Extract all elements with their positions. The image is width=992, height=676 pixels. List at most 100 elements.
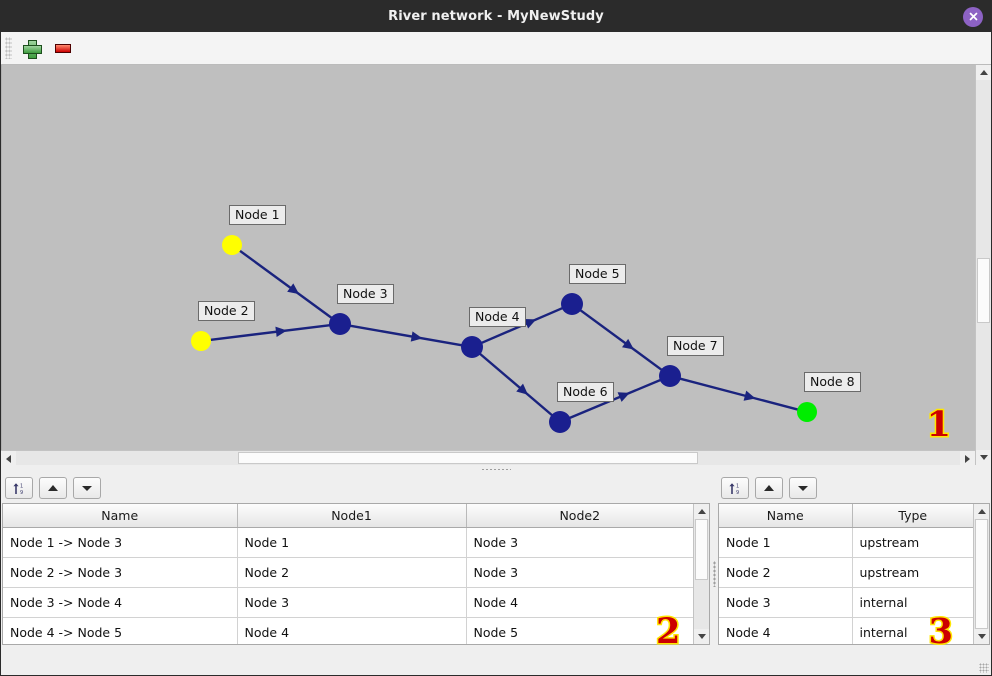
nodes-cell[interactable]: Node 2 [719,557,853,588]
network-node-node-2[interactable] [191,331,211,351]
network-edge[interactable] [679,377,799,411]
network-node-node-1[interactable] [222,235,242,255]
scroll-up-arrow[interactable] [976,65,991,80]
nodes-scroll-down-arrow[interactable] [974,629,989,644]
sort-ascending-icon: 1 9 [13,482,23,496]
nodes-move-up-button[interactable] [755,477,783,499]
chevron-up-icon [979,70,988,75]
network-edge[interactable] [349,324,463,347]
svg-text:1: 1 [20,483,23,489]
add-button[interactable] [18,35,44,61]
nodes-column-header[interactable]: Type [852,504,973,528]
graph-hscroll-track[interactable] [16,451,960,465]
nodes-vertical-scrollbar[interactable] [973,504,989,644]
graph-vscroll-track[interactable] [976,80,991,450]
links-vscroll-thumb[interactable] [695,519,708,580]
network-node-node-3[interactable] [329,313,351,335]
links-cell[interactable]: Node 3 [466,527,693,558]
links-vertical-scrollbar[interactable] [693,504,709,644]
nodes-column-header[interactable]: Name [719,504,853,528]
node-label-node-4[interactable]: Node 4 [469,307,526,327]
links-cell[interactable]: Node 4 -> Node 5 [3,617,238,644]
links-vscroll-track[interactable] [694,519,709,629]
nodes-cell[interactable]: Node 1 [719,527,853,558]
delete-button[interactable] [50,35,76,61]
links-column-header[interactable]: Node2 [466,504,693,528]
scroll-right-arrow[interactable] [960,451,975,466]
network-edge[interactable] [478,352,554,417]
links-cell[interactable]: Node 5 [466,617,693,644]
node-label-node-6[interactable]: Node 6 [557,382,614,402]
graph-hscroll-thumb[interactable] [238,452,698,464]
title-bar: River network - MyNewStudy [1,1,991,32]
network-node-node-8[interactable] [797,402,817,422]
network-edge[interactable] [238,249,333,320]
node-label-node-5[interactable]: Node 5 [569,264,626,284]
links-scroll-up-arrow[interactable] [694,504,709,519]
graph-horizontal-scrollbar[interactable] [1,450,975,466]
links-move-down-button[interactable] [73,477,101,499]
nodes-scroll-up-arrow[interactable] [974,504,989,519]
nodes-cell[interactable]: upstream [852,527,973,558]
network-node-node-6[interactable] [549,411,571,433]
node-label-node-8[interactable]: Node 8 [804,372,861,392]
graph-vscroll-thumb[interactable] [977,258,990,323]
links-cell[interactable]: Node 2 [237,557,467,588]
links-cell[interactable]: Node 2 -> Node 3 [3,557,238,588]
links-move-up-button[interactable] [39,477,67,499]
links-panel-footer [1,645,711,675]
nodes-sort-button[interactable]: 1 9 [721,477,749,499]
nodes-move-down-button[interactable] [789,477,817,499]
node-label-node-7[interactable]: Node 7 [667,336,724,356]
graph-vertical-scrollbar[interactable] [975,65,991,465]
nodes-cell[interactable]: upstream [852,557,973,588]
scroll-down-arrow[interactable] [976,450,991,465]
nodes-cell[interactable]: Node 4 [719,617,853,644]
links-column-header[interactable]: Name [3,504,238,528]
window-resize-grip[interactable] [979,663,989,673]
links-cell[interactable]: Node 4 [237,617,467,644]
network-node-node-4[interactable] [461,336,483,358]
network-diagram-canvas[interactable]: Node 1 Node 2 Node 3 Node 4 Node 5 Node 6 Node… [1,65,975,450]
node-label-node-1[interactable]: Node 1 [229,205,286,225]
triangle-up-icon [48,485,58,491]
toolbar-drag-handle[interactable] [5,37,12,59]
nodes-cell[interactable]: Node 3 [719,587,853,618]
links-cell[interactable]: Node 4 [466,587,693,618]
links-column-header[interactable]: Node1 [237,504,467,528]
close-icon[interactable] [963,6,983,27]
network-edge[interactable] [568,378,662,420]
links-cell[interactable]: Node 1 [237,527,467,558]
vertical-splitter[interactable] [711,473,717,675]
links-cell[interactable]: Node 1 -> Node 3 [3,527,238,558]
links-cell[interactable]: Node 3 -> Node 4 [3,587,238,618]
horizontal-splitter[interactable] [1,465,991,473]
links-sort-button[interactable]: 1 9 [5,477,33,499]
links-cell[interactable]: Node 3 [237,587,467,618]
triangle-up-icon [764,485,774,491]
nodes-cell[interactable]: internal [852,587,973,618]
node-label-node-3[interactable]: Node 3 [337,284,394,304]
nodes-vscroll-track[interactable] [974,519,989,629]
network-edge[interactable] [579,308,663,372]
node-label-node-2[interactable]: Node 2 [198,301,255,321]
network-node-node-5[interactable] [561,293,583,315]
links-cell[interactable]: Node 3 [466,557,693,588]
network-edge[interactable] [209,324,331,342]
links-scroll-down-arrow[interactable] [694,629,709,644]
nodes-vscroll-thumb[interactable] [975,519,988,629]
scroll-left-arrow[interactable] [1,451,16,466]
network-node-node-7[interactable] [659,365,681,387]
nodes-cell[interactable]: internal [852,617,973,644]
